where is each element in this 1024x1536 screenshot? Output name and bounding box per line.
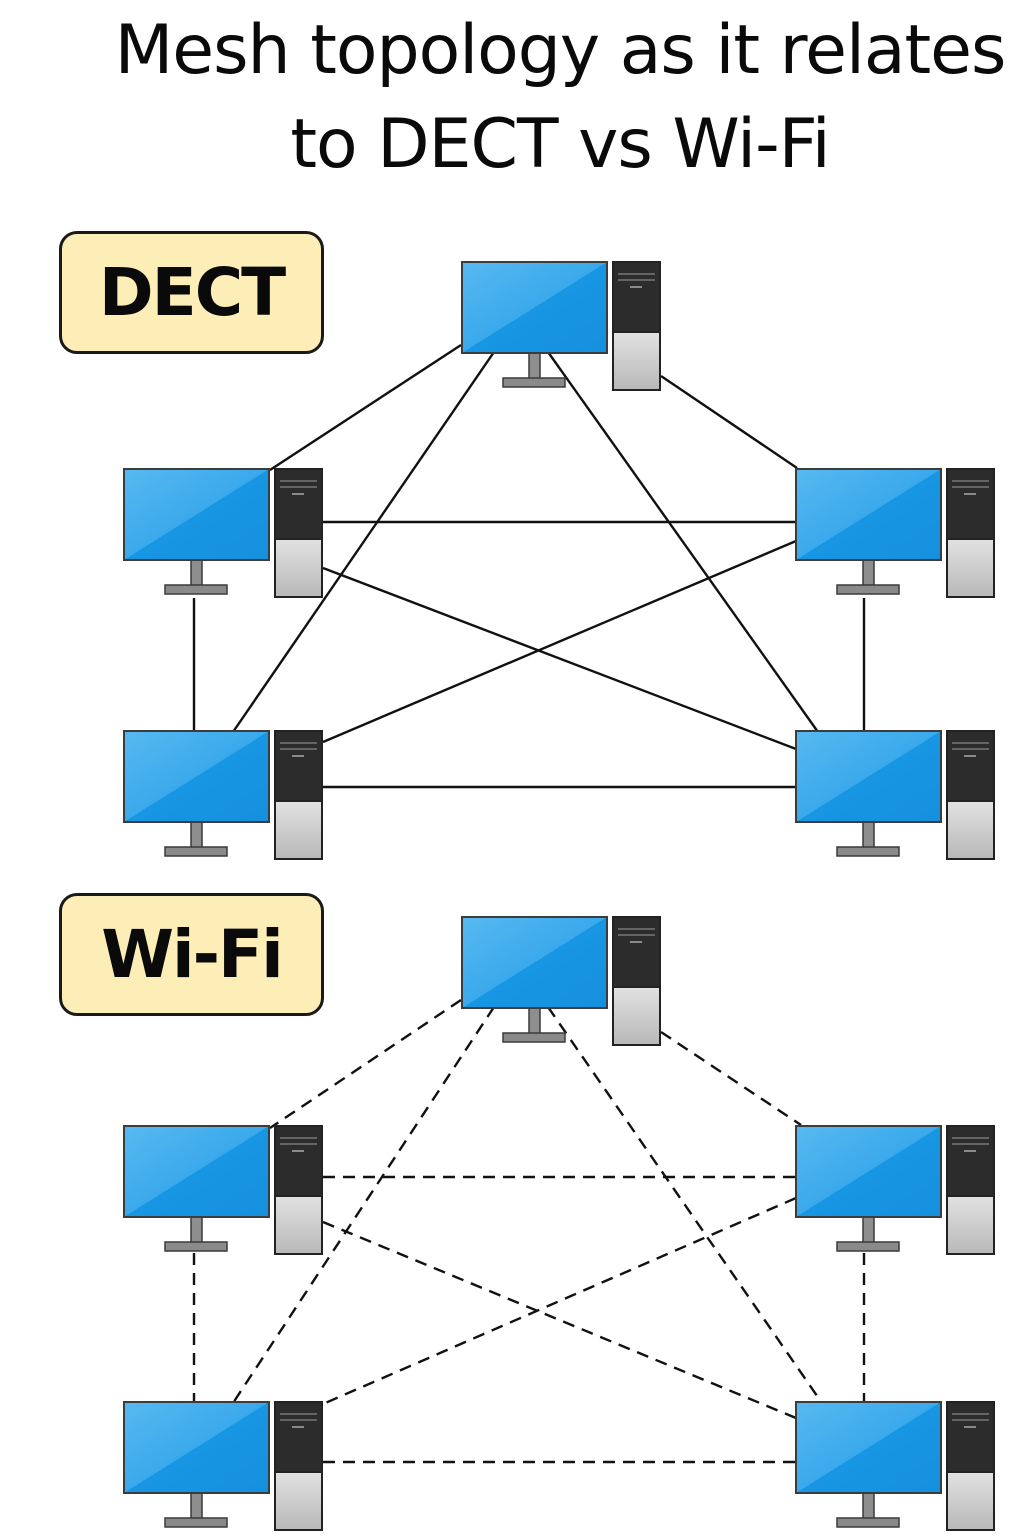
wifi-mesh-link xyxy=(231,1006,496,1404)
tower-upper xyxy=(612,261,661,333)
dect-mesh-link xyxy=(322,539,797,744)
monitor-stand xyxy=(862,1492,875,1520)
title-line-2: to DECT vs Wi-Fi xyxy=(290,105,830,184)
monitor-stand xyxy=(190,559,203,587)
tower-lower xyxy=(274,1471,323,1531)
tower-lower xyxy=(274,1195,323,1255)
monitor-base xyxy=(502,1032,566,1043)
dect-mesh-link xyxy=(660,375,798,469)
tower-upper xyxy=(274,1125,323,1197)
monitor-base xyxy=(164,1241,228,1252)
monitor-base xyxy=(164,1517,228,1528)
monitor-base xyxy=(164,846,228,857)
tower-lower xyxy=(946,1471,995,1531)
monitor-screen xyxy=(461,916,608,1009)
monitor-screen xyxy=(795,1125,942,1218)
tower-upper xyxy=(274,468,323,540)
dect-mesh-link xyxy=(322,566,797,751)
tower-upper xyxy=(946,730,995,802)
tower-lower xyxy=(946,538,995,598)
monitor-stand xyxy=(528,352,541,380)
monitor-stand xyxy=(190,1492,203,1520)
wifi-mesh-link xyxy=(322,1196,797,1406)
tower-upper xyxy=(274,730,323,802)
nodes-layer xyxy=(123,261,995,1531)
monitor-screen xyxy=(123,730,270,823)
monitor-stand xyxy=(190,821,203,849)
wifi-computer-br-icon xyxy=(795,1401,995,1531)
monitor-stand xyxy=(528,1007,541,1035)
dect-computer-top-icon xyxy=(461,261,661,391)
tower-upper xyxy=(946,1401,995,1473)
monitor-screen xyxy=(795,730,942,823)
monitor-base xyxy=(836,1517,900,1528)
wifi-label: Wi-Fi xyxy=(59,893,324,1016)
links-layer xyxy=(192,343,866,1464)
dect-mesh-link xyxy=(269,343,462,472)
tower-lower xyxy=(612,331,661,391)
tower-upper xyxy=(612,916,661,988)
dect-computer-bl-icon xyxy=(123,730,323,860)
wifi-mesh-link xyxy=(547,1006,823,1404)
tower-upper xyxy=(274,1401,323,1473)
title-line-1: Mesh topology as it relates xyxy=(114,11,1007,90)
tower-lower xyxy=(946,800,995,860)
monitor-stand xyxy=(190,1216,203,1244)
monitor-screen xyxy=(123,1125,270,1218)
monitor-screen xyxy=(123,468,270,561)
tower-lower xyxy=(274,800,323,860)
monitor-base xyxy=(836,1241,900,1252)
monitor-base xyxy=(164,584,228,595)
dect-mesh-link xyxy=(547,351,819,733)
monitor-stand xyxy=(862,559,875,587)
monitor-screen xyxy=(795,468,942,561)
monitor-stand xyxy=(862,821,875,849)
monitor-base xyxy=(502,377,566,388)
dect-label: DECT xyxy=(59,231,324,354)
tower-lower xyxy=(946,1195,995,1255)
tower-upper xyxy=(946,468,995,540)
diagram-title: Mesh topology as it relates to DECT vs W… xyxy=(0,4,1024,192)
wifi-mesh-link xyxy=(269,999,462,1129)
tower-lower xyxy=(612,986,661,1046)
monitor-screen xyxy=(461,261,608,354)
monitor-screen xyxy=(795,1401,942,1494)
tower-upper xyxy=(946,1125,995,1197)
wifi-computer-right-icon xyxy=(795,1125,995,1255)
wifi-computer-top-icon xyxy=(461,916,661,1046)
monitor-stand xyxy=(862,1216,875,1244)
wifi-mesh-link xyxy=(660,1031,802,1126)
wifi-computer-left-icon xyxy=(123,1125,323,1255)
monitor-base xyxy=(836,584,900,595)
tower-lower xyxy=(274,538,323,598)
wifi-mesh-link xyxy=(322,1220,797,1420)
dect-computer-left-icon xyxy=(123,468,323,598)
dect-computer-br-icon xyxy=(795,730,995,860)
wifi-computer-bl-icon xyxy=(123,1401,323,1531)
dect-mesh-link xyxy=(232,351,495,733)
dect-computer-right-icon xyxy=(795,468,995,598)
monitor-base xyxy=(836,846,900,857)
monitor-screen xyxy=(123,1401,270,1494)
